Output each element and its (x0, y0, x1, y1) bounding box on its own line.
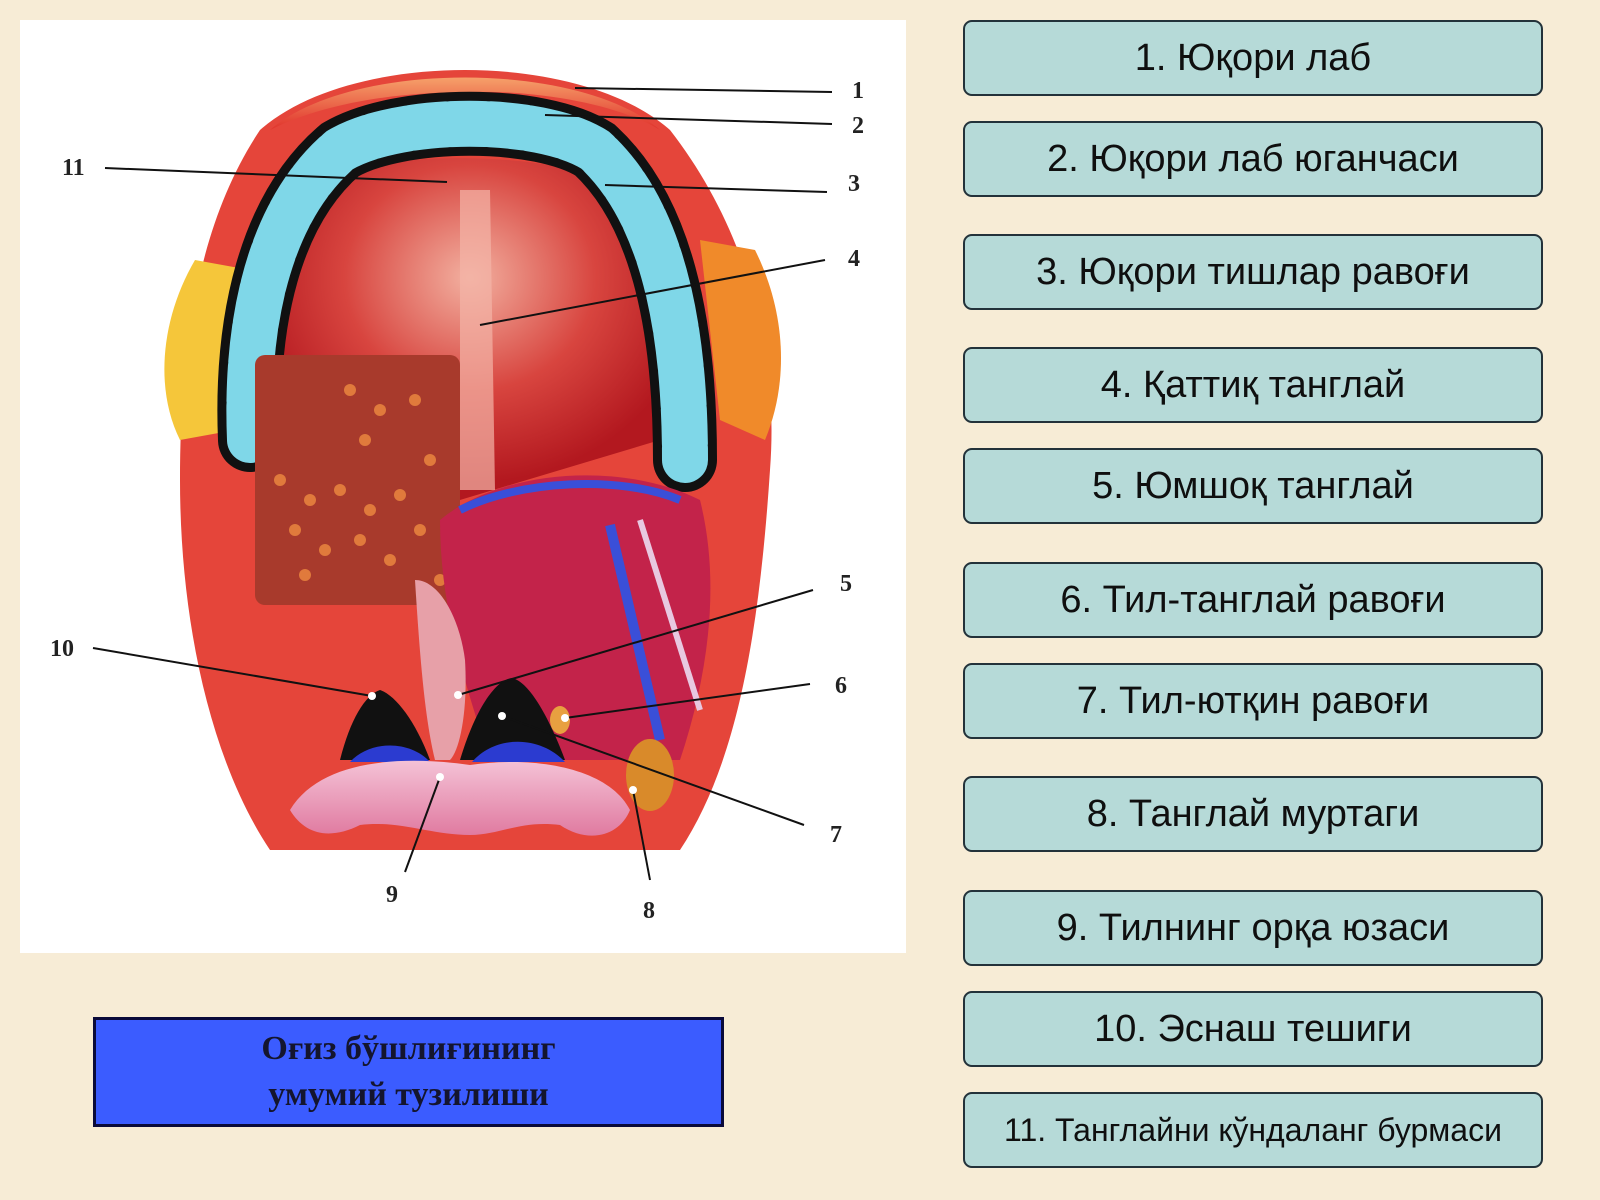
label-button-10[interactable]: 10. Эснаш тешиги (963, 991, 1543, 1067)
leader-dots (368, 691, 637, 794)
small-tonsil-spot (550, 706, 570, 734)
oral-cavity-diagram: 1 2 3 4 5 6 7 8 9 10 11 (50, 70, 864, 924)
tongue-dorsum (290, 760, 630, 836)
label-button-11[interactable]: 11. Танглайни кўндаланг бурмаси (963, 1092, 1543, 1168)
label-button-7[interactable]: 7. Тил-ютқин равоғи (963, 663, 1543, 739)
leader-lines (92, 87, 833, 881)
callout-3: 3 (848, 171, 860, 197)
label-button-6[interactable]: 6. Тил-танглай равоғи (963, 562, 1543, 638)
right-cheek (700, 240, 782, 440)
callout-5: 5 (840, 571, 852, 597)
fauces-left (340, 690, 430, 760)
arch-vessel (605, 523, 665, 742)
callout-8: 8 (643, 898, 655, 924)
fauces-left-shadow (350, 745, 430, 762)
label-button-2[interactable]: 2. Юқори лаб юганчаси (963, 121, 1543, 197)
callout-11: 11 (62, 155, 85, 181)
diagram-caption: Оғиз бўшлиғининг умумий тузилиши (261, 1030, 556, 1113)
anatomy-illustration-panel: 1 2 3 4 5 6 7 8 9 10 11 (20, 20, 906, 953)
label-button-4[interactable]: 4. Қаттиқ танглай (963, 347, 1543, 423)
diagram-caption-box: Оғиз бўшлиғининг умумий тузилиши (93, 1017, 724, 1127)
callout-4: 4 (848, 246, 860, 272)
gland-dots (274, 384, 446, 586)
label-button-8[interactable]: 8. Танглай муртаги (963, 776, 1543, 852)
callout-6: 6 (835, 673, 847, 699)
uvula (415, 580, 466, 760)
callout-1: 1 (852, 78, 864, 104)
palatine-tonsil (626, 739, 674, 811)
palatine-glands (255, 355, 460, 605)
label-button-9[interactable]: 9. Тилнинг орқа юзаси (963, 890, 1543, 966)
callout-10: 10 (50, 636, 74, 662)
arch-fold (637, 519, 703, 711)
palatine-edge (458, 479, 682, 514)
callout-2: 2 (852, 113, 864, 139)
callout-9: 9 (386, 882, 398, 908)
label-button-5[interactable]: 5. Юмшоқ танглай (963, 448, 1543, 524)
label-button-3[interactable]: 3. Юқори тишлар равоғи (963, 234, 1543, 310)
label-button-1[interactable]: 1. Юқори лаб (963, 20, 1543, 96)
fauces-right-shadow (472, 741, 565, 762)
upper-teeth (226, 100, 708, 483)
upper-lip (270, 77, 660, 130)
callout-7: 7 (830, 822, 842, 848)
palatine-raphe (460, 190, 495, 490)
